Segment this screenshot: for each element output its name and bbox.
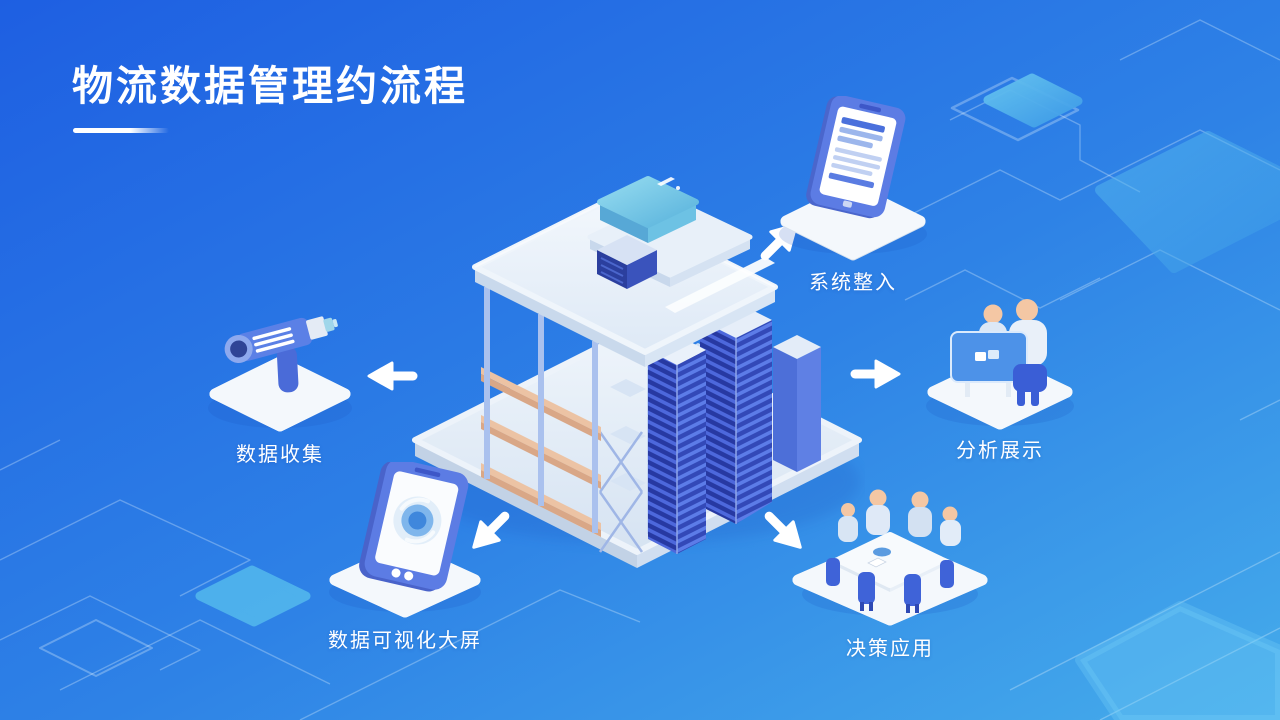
node-label: 分析展示 xyxy=(956,440,1044,462)
arrow-left-icon xyxy=(364,359,420,393)
arrow-up-right-icon xyxy=(748,209,812,273)
visualization-tablet xyxy=(359,462,469,592)
node-data-visualization: 数据可视化大屏 xyxy=(305,462,505,653)
meeting-table-icon xyxy=(792,489,988,626)
scanner-gun xyxy=(224,316,338,393)
presentation-people-icon xyxy=(926,299,1074,430)
tablet-document-icon xyxy=(779,96,927,261)
node-label: 系统整入 xyxy=(809,272,897,294)
arrow-right-icon xyxy=(848,357,904,391)
tablet-dashboard-icon xyxy=(329,462,481,618)
people-and-board xyxy=(950,299,1047,406)
meeting-chairs xyxy=(826,558,954,613)
node-label: 决策应用 xyxy=(846,638,934,660)
tablet xyxy=(806,96,906,219)
node-data-collection: 数据收集 xyxy=(190,286,370,467)
warehouse-data-center-illustration xyxy=(412,176,862,568)
barcode-scanner-icon xyxy=(208,316,352,432)
title-underline xyxy=(73,128,169,133)
arrow-down-right-icon xyxy=(752,499,816,563)
node-analysis-display: 分析展示 xyxy=(905,280,1095,463)
node-system-integration: 系统整入 xyxy=(758,96,948,295)
rooftop-stack xyxy=(587,176,753,289)
isometric-platform xyxy=(208,356,352,432)
page-title: 物流数据管理约流程 xyxy=(72,63,468,109)
node-label: 数据收集 xyxy=(236,444,324,466)
meeting-people xyxy=(838,489,961,546)
node-decision-application: 决策应用 xyxy=(782,468,998,661)
arrow-down-left-icon xyxy=(458,499,522,563)
node-label: 数据可视化大屏 xyxy=(328,630,482,652)
